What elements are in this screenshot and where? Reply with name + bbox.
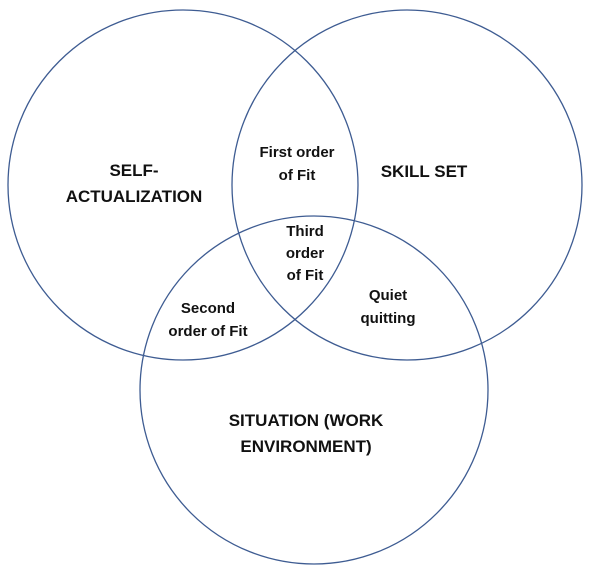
third-order-label-line-1: Third — [286, 223, 324, 240]
situation-label-line-2: ENVIRONMENT) — [240, 437, 371, 456]
skill-set-label: SKILL SET — [381, 162, 468, 181]
first-order-label-line-1: First order — [259, 144, 334, 161]
third-order-label-line-2: order — [286, 245, 325, 262]
self-actualization-label-line-2: ACTUALIZATION — [66, 187, 203, 206]
quiet-quitting-label-line-2: quitting — [361, 310, 416, 327]
second-order-label-line-2: order of Fit — [168, 323, 247, 340]
first-order-label-line-2: of Fit — [279, 167, 316, 184]
self-actualization-label-line-1: SELF- — [109, 161, 158, 180]
second-order-label-line-1: Second — [181, 300, 235, 317]
self-actualization-circle — [7, 9, 359, 361]
situation-label-line-1: SITUATION (WORK — [229, 411, 384, 430]
quiet-quitting-label-line-1: Quiet — [369, 287, 407, 304]
skill-set-circle — [231, 9, 583, 361]
third-order-label-line-3: of Fit — [287, 267, 324, 284]
situation-circle — [139, 215, 489, 565]
